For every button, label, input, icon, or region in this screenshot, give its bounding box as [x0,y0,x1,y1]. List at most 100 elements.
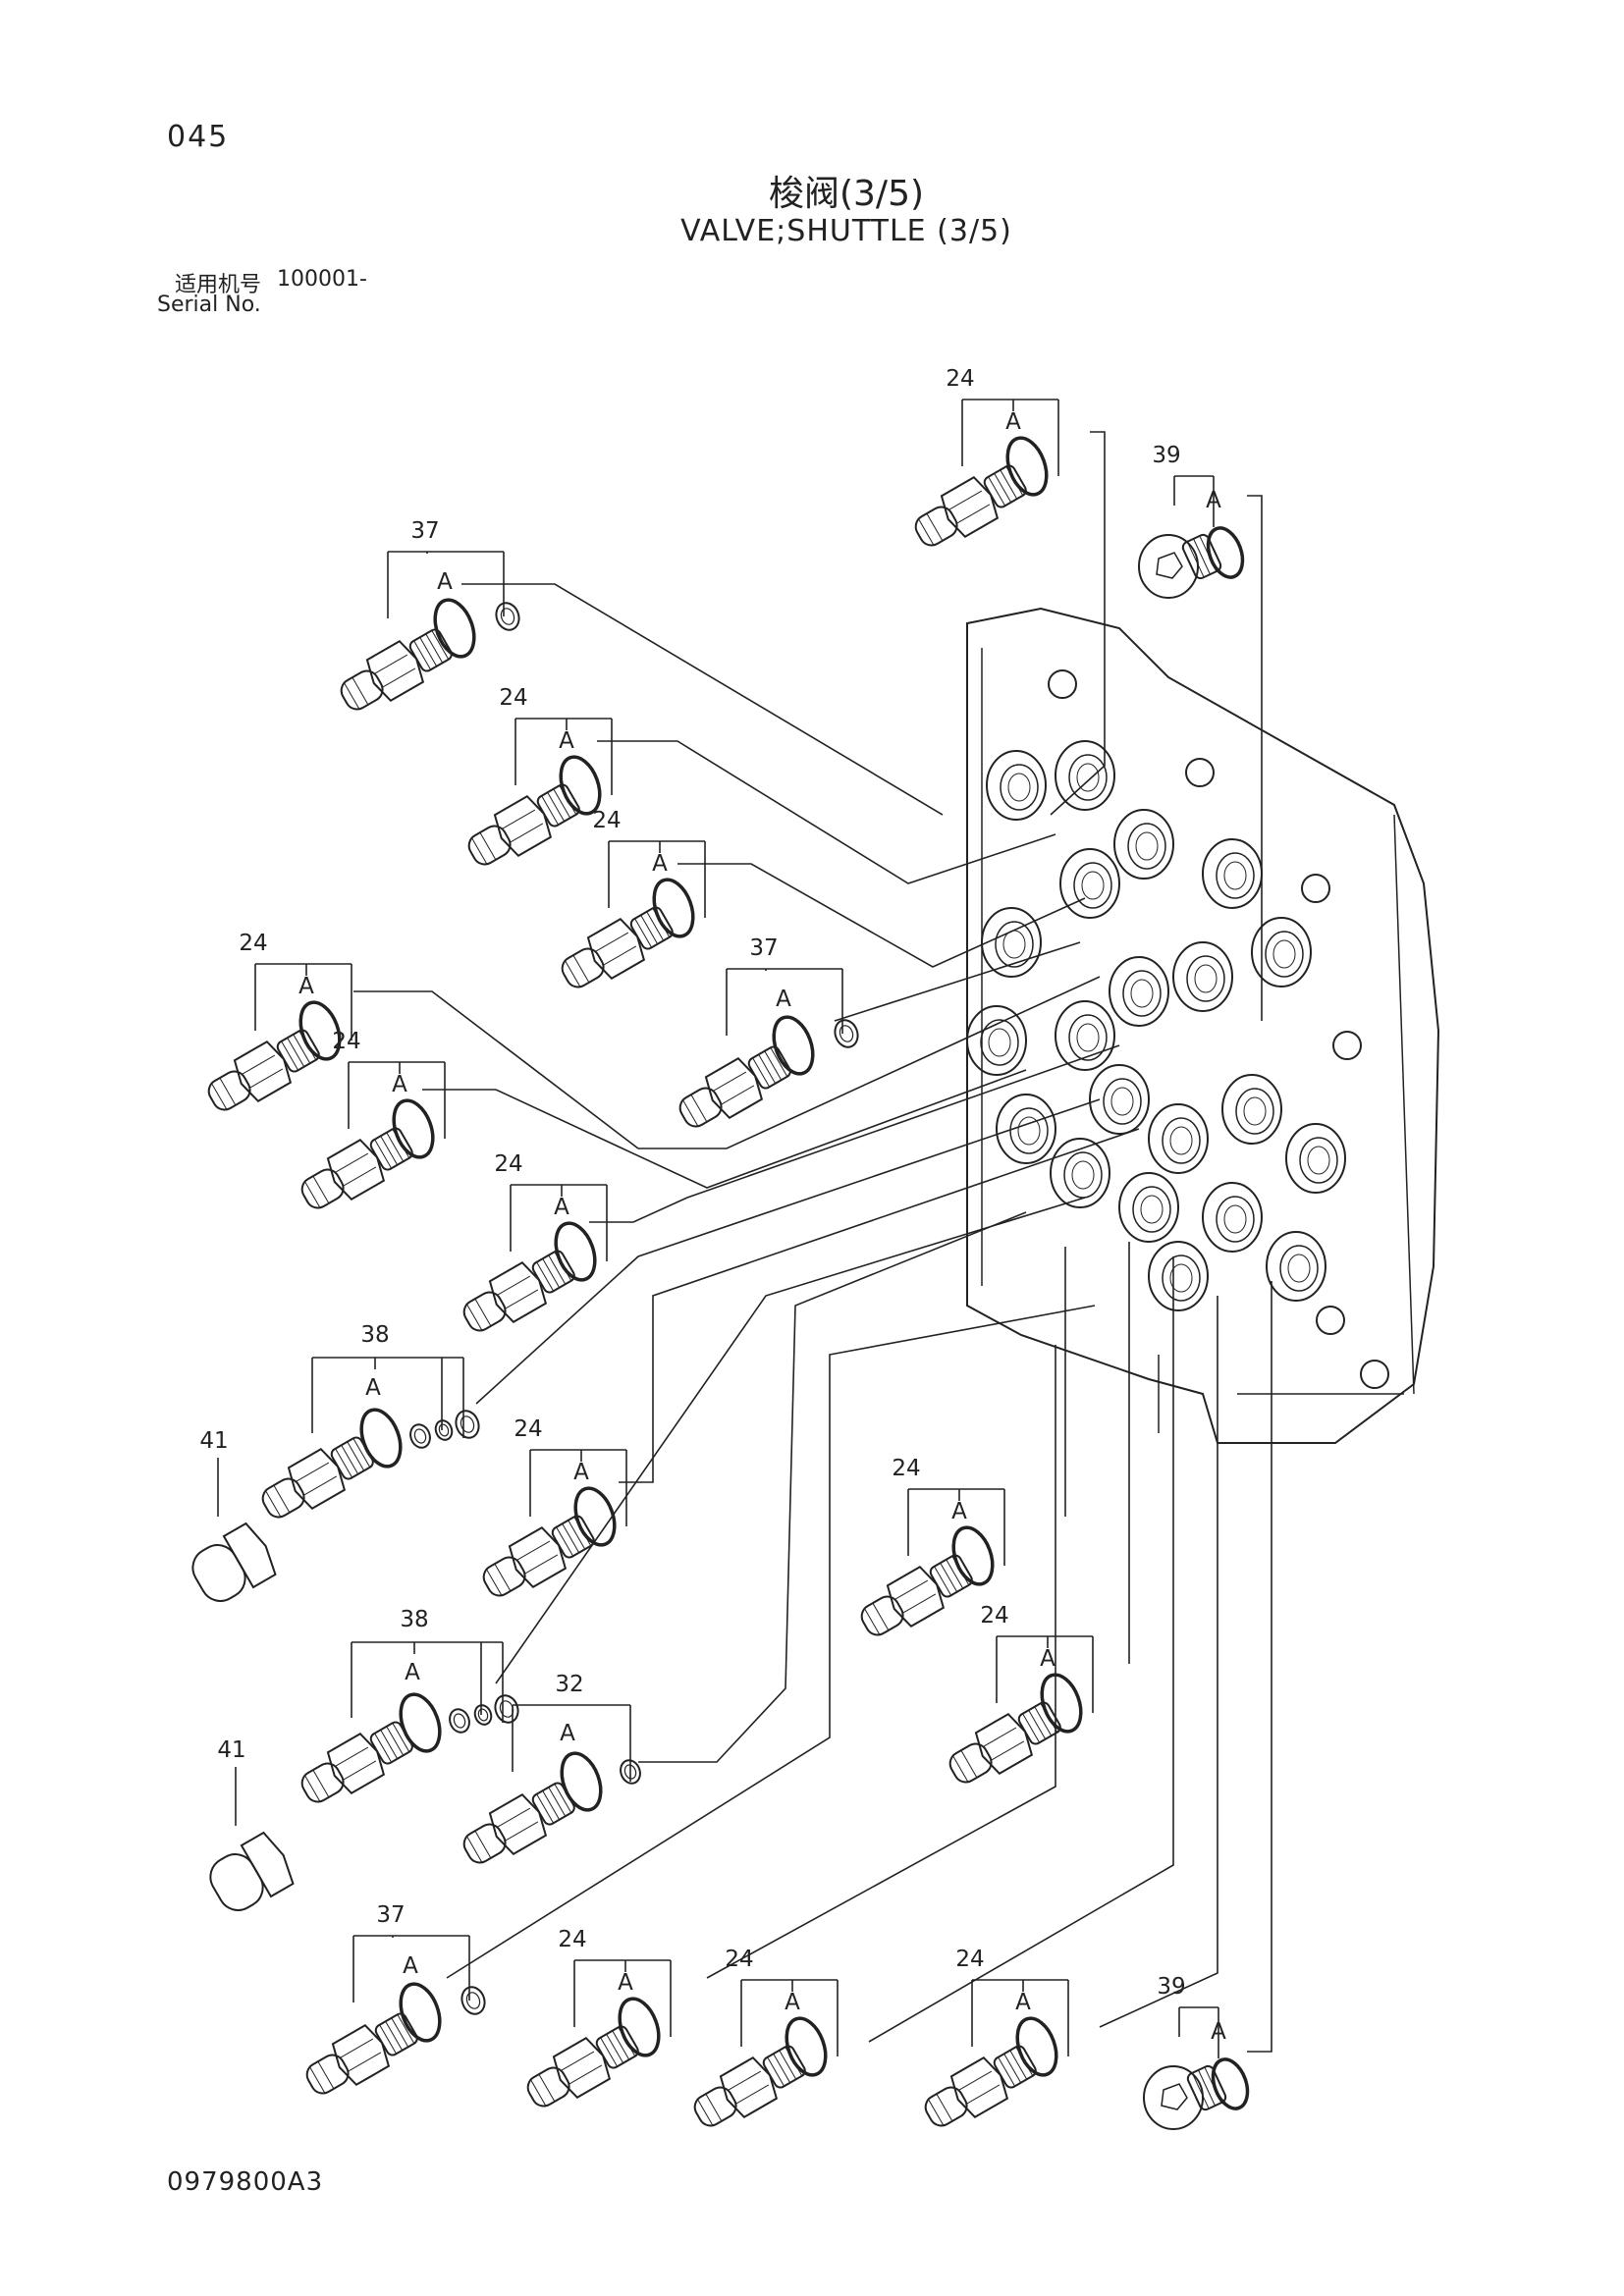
fitting-group-24: 24A [207,931,352,1111]
part-number-label: 24 [514,1416,542,1442]
valve-port [1055,1000,1115,1071]
seal-letter-label: A [437,569,453,595]
seal-letter-label: A [652,851,668,877]
fitting-group-24: 24A [300,1029,446,1209]
valve-port [1266,1231,1326,1302]
valve-body [966,607,1440,1444]
part-number-label: 24 [332,1029,360,1054]
seal-letter-label: A [560,1721,575,1746]
leader-line [1247,1281,1272,2053]
part-number-label: 32 [555,1672,583,1697]
fitting-group-24: 24A [948,1603,1094,1784]
fitting-group-38: 38A [300,1607,519,1803]
leader-line [677,863,1086,968]
seal-letter-label: A [559,728,574,754]
valve-body-outline [966,607,1440,1444]
seal-letter-label: A [1015,1990,1031,2015]
leader-line [597,740,1056,884]
document-code: 0979800A3 [167,2167,324,2197]
seal-letter-label: A [785,1990,800,2015]
mounting-hole [1360,1360,1389,1389]
fitting-group-24: 24A [462,1151,608,1332]
valve-port [1089,1064,1150,1135]
seal-letter-label: A [776,987,791,1012]
title-english: VALVE;SHUTTLE (3/5) [680,214,1012,248]
mounting-hole [1185,758,1215,787]
part-number-label: 24 [499,685,527,711]
part-number-label: 24 [955,1947,984,1972]
seal-letter-label: A [618,1970,633,1996]
part-number-label: 24 [725,1947,753,1972]
leader-line [868,1256,1174,2043]
serial-label-chinese: 适用机号 [175,273,262,297]
fitting-group-24: 24A [693,1947,839,2127]
part-number-label: 24 [592,808,621,833]
leader-line [475,1098,1101,1405]
valve-port [1172,941,1233,1012]
seal-letter-label: A [298,974,314,999]
part-number-label: 38 [360,1322,389,1348]
plug-group-39: 39A [1143,1974,1250,2130]
seal-letter-label: A [1211,2019,1226,2045]
leader-line [619,1128,1140,1483]
seal-letter-label: A [573,1460,589,1485]
mounting-hole [1048,669,1077,699]
leader-line [589,1044,1120,1223]
valve-port [1202,1182,1263,1253]
part-number-label: 37 [749,935,778,961]
title-chinese: 梭阀(3/5) [768,174,925,214]
leader-line [353,976,1101,1149]
plug-group-39: 39A [1138,443,1245,599]
fitting-group-37: 37A [678,935,859,1128]
fitting-group-24: 24A [526,1927,672,2108]
seal-letter-label: A [405,1660,420,1685]
part-number-label: 24 [239,931,267,956]
valve-port [1113,809,1174,880]
leader-lines [353,431,1272,2053]
fitting-group-24: 24A [924,1947,1069,2127]
leader-line [1247,495,1263,1021]
seal-letter-label: A [554,1195,569,1220]
part-number-label: 41 [217,1737,245,1763]
leader-line [495,1197,1086,1684]
cap-group-41: 41 [209,1737,295,1911]
valve-port [996,1094,1056,1164]
leader-line [461,583,944,816]
seal-letter-label: A [403,1953,418,1979]
valve-port [1055,740,1115,811]
leader-line [422,1069,1027,1189]
valve-port [966,1005,1027,1076]
part-number-label: 24 [558,1927,586,1952]
leader-line [834,941,1081,1022]
valve-port [1251,917,1312,988]
seal-letter-label: A [1040,1646,1056,1672]
fitting-group-24: 24A [914,366,1059,547]
part-number-label: 41 [199,1428,228,1454]
leader-line [638,1211,1027,1763]
valve-port [1285,1123,1346,1194]
seal-letter-label: A [392,1072,407,1097]
valve-port [1202,838,1263,909]
page-number: 045 [167,120,230,154]
serial-range: 100001- [277,267,367,292]
fitting-group-38: 38A [261,1322,480,1519]
part-number-label: 38 [400,1607,428,1632]
valve-port [1148,1241,1209,1311]
valve-port [981,907,1042,978]
mounting-hole [1301,874,1330,903]
valve-body-edges [981,648,1415,1433]
valve-port [1221,1074,1282,1145]
part-number-label: 24 [946,366,974,392]
part-number-label: 37 [376,1902,405,1928]
mounting-hole [1316,1306,1345,1335]
leader-line [446,1305,1096,1979]
valve-port [1109,956,1169,1027]
part-number-label: 37 [410,518,439,544]
seal-letter-label: A [365,1375,381,1401]
part-number-label: 39 [1157,1974,1185,2000]
fitting-group-37: 37A [340,518,520,711]
valve-port [1118,1172,1179,1243]
